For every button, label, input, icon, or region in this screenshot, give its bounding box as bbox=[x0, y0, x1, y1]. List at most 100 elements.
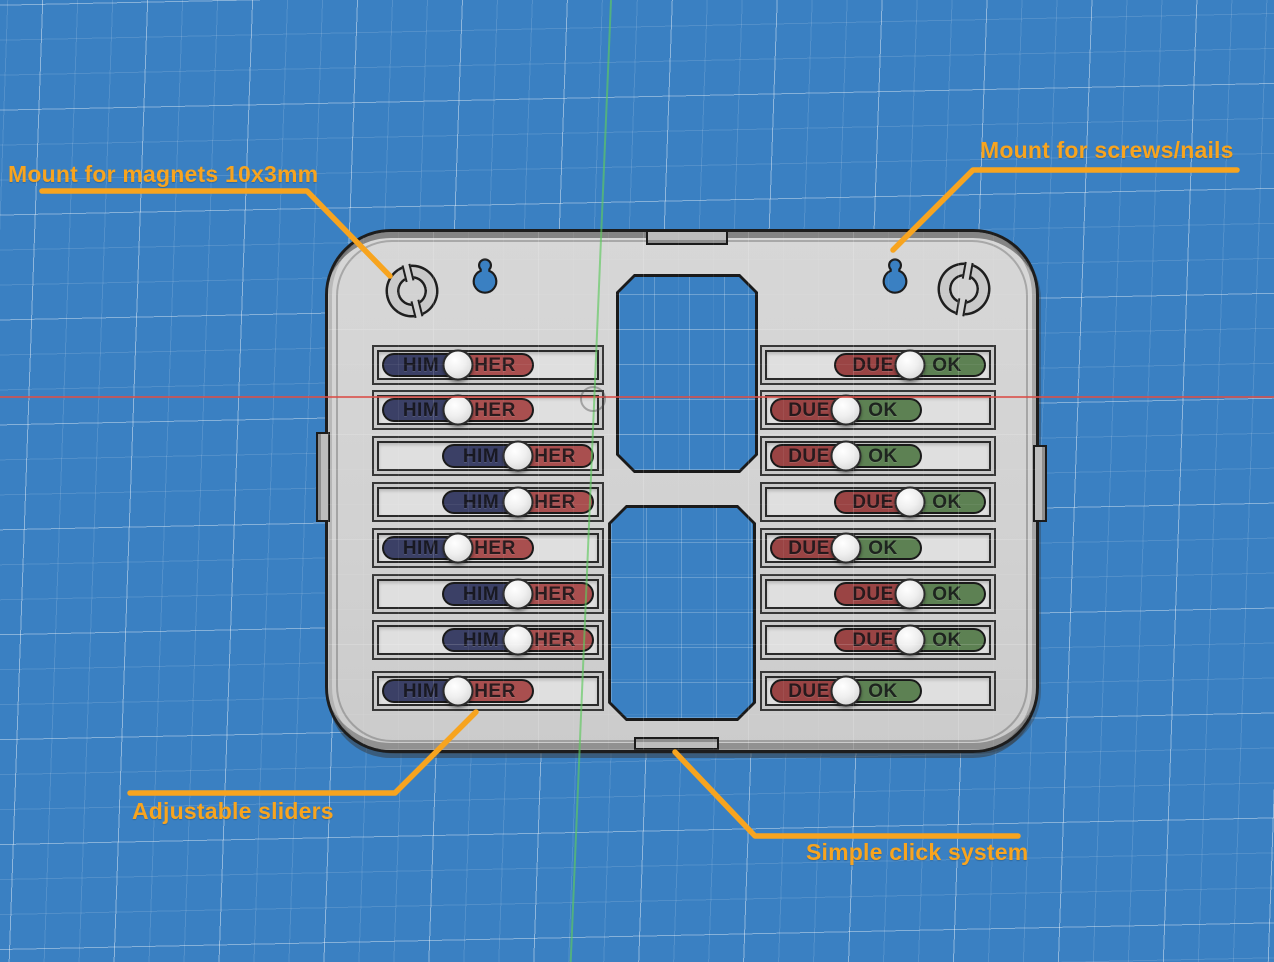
slider-track-due-ok-1: DUE OK bbox=[765, 349, 991, 381]
annotation-magnets: Mount for magnets 10x3mm bbox=[8, 161, 319, 187]
slider-due-ok-1[interactable]: DUE OK bbox=[834, 349, 986, 381]
slider-knob[interactable] bbox=[830, 532, 862, 564]
segment-label: HER bbox=[474, 537, 516, 559]
slider-knob[interactable] bbox=[442, 394, 474, 426]
segment-label: OK bbox=[868, 537, 898, 559]
segment-label: OK bbox=[932, 629, 962, 651]
slider-track-him-her-2: HIM HER bbox=[377, 394, 599, 426]
slider-track-due-ok-7: DUE OK bbox=[765, 624, 991, 656]
slider-knob[interactable] bbox=[502, 578, 534, 610]
magnet-mount-slit bbox=[410, 299, 423, 319]
segment-label: HIM bbox=[462, 629, 500, 651]
slider-knob[interactable] bbox=[502, 486, 534, 518]
slider-knob[interactable] bbox=[442, 349, 474, 381]
segment-label: DUE bbox=[852, 583, 894, 605]
slider-knob[interactable] bbox=[830, 394, 862, 426]
slider-due-ok-4[interactable]: DUE OK bbox=[834, 486, 986, 518]
click-tab-left bbox=[316, 432, 330, 522]
slider-track-due-ok-2: DUE OK bbox=[765, 394, 991, 426]
segment-label: HIM bbox=[462, 583, 500, 605]
segment-label: OK bbox=[868, 680, 898, 702]
segment-label: HIM bbox=[462, 491, 500, 513]
segment-label: HIM bbox=[402, 399, 440, 421]
slider-him-her-6[interactable]: HIM HER bbox=[442, 578, 594, 610]
slider-track-him-her-6: HIM HER bbox=[377, 578, 599, 610]
origin-marker bbox=[580, 386, 606, 412]
annotation-click: Simple click system bbox=[806, 839, 1029, 865]
magnet-mount-slit bbox=[954, 298, 967, 317]
segment-label: HER bbox=[534, 583, 576, 605]
slider-him-her-7[interactable]: HIM HER bbox=[442, 624, 594, 656]
keyhole-mount-left bbox=[472, 258, 498, 294]
segment-label: HER bbox=[534, 445, 576, 467]
slider-track-him-her-3: HIM HER bbox=[377, 440, 599, 472]
slider-knob[interactable] bbox=[442, 532, 474, 564]
segment-label: OK bbox=[868, 399, 898, 421]
segment-label: HER bbox=[474, 399, 516, 421]
magnet-mount-slit bbox=[401, 263, 414, 283]
slider-knob[interactable] bbox=[894, 486, 926, 518]
keyhole-mount-right bbox=[882, 258, 908, 294]
slider-him-her-4[interactable]: HIM HER bbox=[442, 486, 594, 518]
slider-track-due-ok-4: DUE OK bbox=[765, 486, 991, 518]
slider-due-ok-2[interactable]: DUE OK bbox=[770, 394, 922, 426]
annotation-sliders: Adjustable sliders bbox=[132, 798, 334, 824]
slider-track-him-her-5: HIM HER bbox=[377, 532, 599, 564]
segment-label: DUE bbox=[788, 399, 830, 421]
slider-track-due-ok-5: DUE OK bbox=[765, 532, 991, 564]
slider-due-ok-6[interactable]: DUE OK bbox=[834, 578, 986, 610]
slider-knob[interactable] bbox=[442, 675, 474, 707]
magnet-mount-left bbox=[382, 261, 442, 321]
segment-label: OK bbox=[932, 583, 962, 605]
magnet-mount-right bbox=[936, 261, 992, 317]
slider-track-due-ok-6: DUE OK bbox=[765, 578, 991, 610]
slider-knob[interactable] bbox=[894, 624, 926, 656]
segment-label: HER bbox=[534, 629, 576, 651]
segment-label: HIM bbox=[462, 445, 500, 467]
slider-knob[interactable] bbox=[830, 440, 862, 472]
slider-him-her-1[interactable]: HIM HER bbox=[382, 349, 534, 381]
slider-knob[interactable] bbox=[894, 578, 926, 610]
center-cutout-bottom-hole bbox=[611, 508, 753, 718]
slider-him-her-8[interactable]: HIM HER bbox=[382, 675, 534, 707]
segment-label: HER bbox=[534, 491, 576, 513]
slider-him-her-2[interactable]: HIM HER bbox=[382, 394, 534, 426]
segment-label: OK bbox=[932, 354, 962, 376]
slider-him-her-3[interactable]: HIM HER bbox=[442, 440, 594, 472]
slider-knob[interactable] bbox=[894, 349, 926, 381]
magnet-mount-slit bbox=[961, 261, 974, 280]
segment-label: DUE bbox=[788, 445, 830, 467]
slider-track-him-her-1: HIM HER bbox=[377, 349, 599, 381]
segment-label: DUE bbox=[852, 354, 894, 376]
slider-knob[interactable] bbox=[830, 675, 862, 707]
slider-due-ok-5[interactable]: DUE OK bbox=[770, 532, 922, 564]
keyhole-shape bbox=[472, 258, 498, 294]
segment-label: DUE bbox=[852, 491, 894, 513]
click-tab-right bbox=[1033, 445, 1047, 522]
slider-him-her-5[interactable]: HIM HER bbox=[382, 532, 534, 564]
center-cutout-top-hole bbox=[619, 277, 755, 470]
slider-due-ok-7[interactable]: DUE OK bbox=[834, 624, 986, 656]
center-cutout-bottom bbox=[608, 505, 756, 721]
segment-label: HIM bbox=[402, 680, 440, 702]
segment-label: HIM bbox=[402, 354, 440, 376]
x-axis-line bbox=[0, 396, 1274, 398]
segment-label: DUE bbox=[852, 629, 894, 651]
segment-label: HER bbox=[474, 354, 516, 376]
annotation-screws: Mount for screws/nails bbox=[980, 137, 1234, 163]
segment-label: HER bbox=[474, 680, 516, 702]
center-cutout-top bbox=[616, 274, 758, 473]
keyhole-shape bbox=[882, 258, 908, 294]
segment-label: DUE bbox=[788, 537, 830, 559]
slider-track-him-her-7: HIM HER bbox=[377, 624, 599, 656]
slider-knob[interactable] bbox=[502, 624, 534, 656]
segment-label: HIM bbox=[402, 537, 440, 559]
segment-label: OK bbox=[932, 491, 962, 513]
slider-knob[interactable] bbox=[502, 440, 534, 472]
